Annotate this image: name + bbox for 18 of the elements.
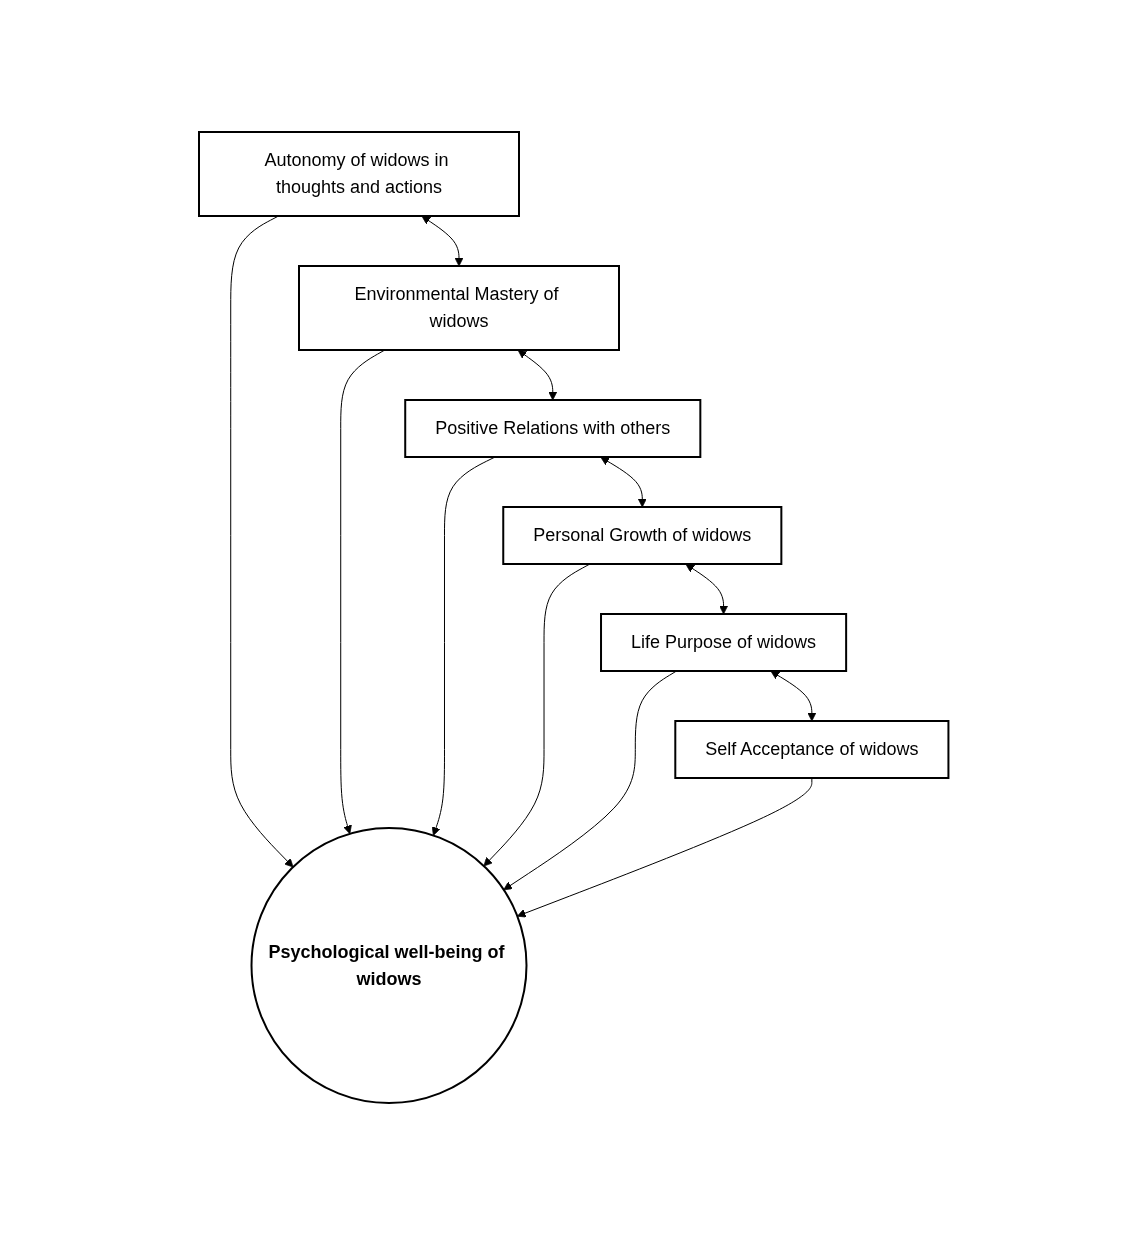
node-box: Life Purpose of widows (599, 612, 847, 672)
arrow (685, 563, 728, 614)
arrow (230, 215, 294, 867)
arrow (483, 563, 591, 866)
node-circle: Psychological well-being of widows (250, 826, 528, 1104)
node-box: Self Acceptance of widows (674, 719, 950, 779)
arrow (516, 777, 813, 917)
arrow (770, 670, 817, 721)
arrow (431, 456, 496, 836)
node-box: Environmental Mastery of widows (297, 264, 620, 351)
arrow (600, 456, 647, 507)
arrow (503, 670, 677, 890)
arrow (421, 215, 464, 266)
node-box: Personal Growth of widows (502, 505, 783, 565)
arrow (340, 349, 386, 834)
arrow (517, 349, 557, 400)
node-box: Autonomy of widows in thoughts and actions (197, 130, 520, 217)
node-box: Positive Relations with others (404, 398, 702, 458)
